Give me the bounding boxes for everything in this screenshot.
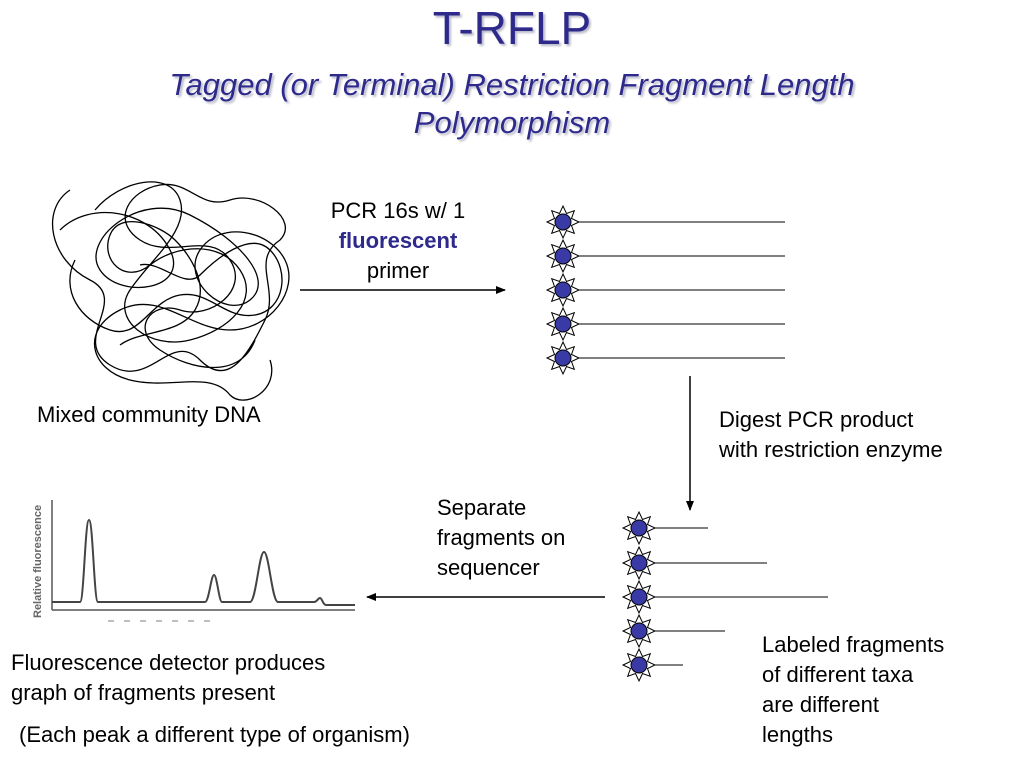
fluorescence-trace: [52, 518, 355, 606]
pcr-label-line1: PCR 16s w/ 1: [330, 198, 466, 223]
separate-label: Separate fragments on sequencer: [437, 493, 565, 583]
labeled-label-line3: are different: [762, 692, 880, 717]
fluorescent-tag-icon: [546, 205, 580, 239]
pcr-label-line2: fluorescent: [338, 228, 458, 253]
separate-label-line3: sequencer: [437, 555, 540, 580]
labeled-label-line1: Labeled fragments: [762, 632, 945, 657]
peak-note: (Each peak a different type of organism): [19, 722, 410, 747]
fluorescent-tag-icon: [622, 546, 656, 580]
pcr-label-line3: primer: [366, 258, 430, 283]
digest-label-line2: with restriction enzyme: [719, 437, 943, 462]
pcr-label: PCR 16s w/ 1 fluorescent primer: [300, 196, 496, 286]
fluorescent-tag-icon: [622, 614, 656, 648]
fluorescent-tag-icon: [546, 239, 580, 273]
pcr-products: [546, 205, 785, 375]
separate-label-line2: fragments on: [437, 525, 566, 550]
labeled-label-line2: of different taxa: [762, 662, 914, 687]
digest-label: Digest PCR product with restriction enzy…: [719, 405, 943, 465]
fluorescent-tag-icon: [546, 307, 580, 341]
detector-label: Fluorescence detector produces graph of …: [11, 648, 325, 708]
tangled-dna-icon: [51, 181, 290, 401]
fluorescent-tag-icon: [622, 511, 656, 545]
fluorescent-tag-icon: [622, 580, 656, 614]
fluorescence-graph: Relative fluorescence: [32, 500, 355, 622]
detector-label-line1: Fluorescence detector produces: [11, 650, 326, 675]
detector-label-line2: graph of fragments present: [11, 680, 276, 705]
labeled-label-line4: lengths: [762, 722, 833, 747]
digest-label-line1: Digest PCR product: [719, 407, 914, 432]
labeled-fragments-label: Labeled fragments of different taxa are …: [762, 630, 944, 750]
graph-y-label: Relative fluorescence: [32, 505, 44, 618]
fluorescent-tag-icon: [546, 341, 580, 375]
fluorescent-tag-icon: [546, 273, 580, 307]
mixed-dna-label: Mixed community DNA: [37, 402, 261, 427]
fluorescent-tag-icon: [622, 648, 656, 682]
separate-label-line1: Separate: [437, 495, 527, 520]
page-title: T-RFLP: [432, 2, 592, 54]
page-subtitle: Tagged (or Terminal) Restriction Fragmen…: [169, 67, 855, 140]
digested-fragments: [622, 511, 828, 682]
